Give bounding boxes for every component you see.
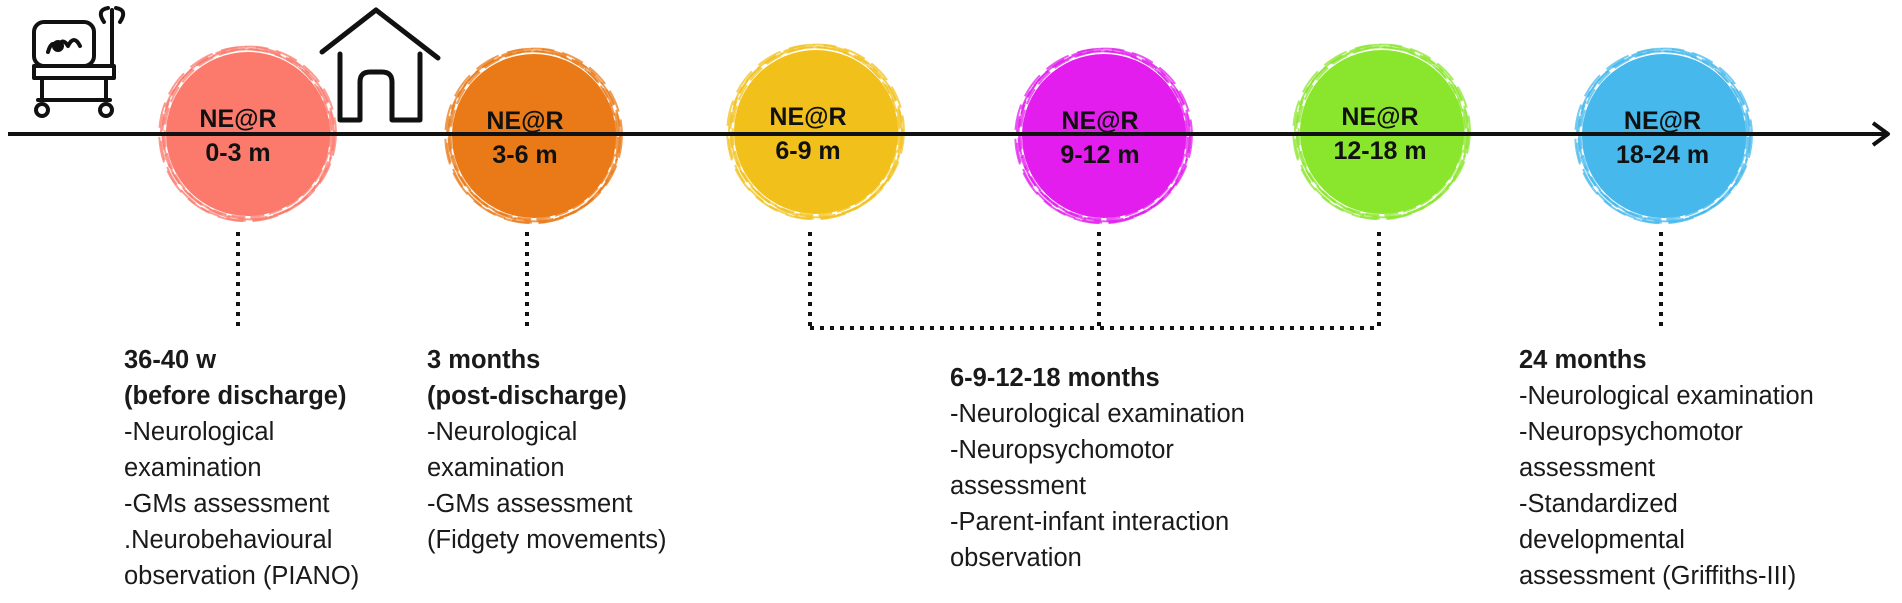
stage-label: NE@R 9-12 m: [1025, 104, 1175, 172]
assessment-item: observation: [950, 544, 1082, 572]
assessment-item: assessment: [1519, 454, 1656, 482]
stage-label: NE@R 18-24 m: [1585, 104, 1740, 172]
stage-range: 6-9 m: [775, 137, 841, 165]
house-icon: [319, 7, 441, 123]
assessment-item: observation (PIANO): [124, 562, 360, 590]
incubator-icon: [32, 6, 126, 118]
stage-range: 12-18 m: [1333, 137, 1427, 165]
assessment-item: -Neurological: [427, 418, 578, 446]
assessment-item: -Neurological examination: [950, 400, 1245, 428]
assessment-heading: 3 months: [427, 346, 541, 374]
assessment-item: -GMs assessment: [124, 490, 330, 518]
stage-title: NE@R: [769, 103, 847, 131]
assessment-item: -Neurological: [124, 418, 275, 446]
assessment-block-3-months: 3 months (post-discharge) -Neurological …: [427, 342, 667, 558]
stage-range: 18-24 m: [1615, 141, 1710, 169]
stage-title: NE@R: [1623, 107, 1702, 135]
stage-range: 0-3 m: [205, 139, 271, 167]
assessment-item: -Neuropsychomotor: [950, 436, 1174, 464]
assessment-item: examination: [427, 454, 565, 482]
assessment-heading: (before discharge): [124, 382, 347, 410]
assessment-item: -Parent-infant interaction: [950, 508, 1230, 536]
assessment-item: developmental: [1519, 526, 1685, 554]
assessment-block-36-40w: 36-40 w (before discharge) -Neurological…: [124, 342, 359, 594]
assessment-block-24-months: 24 months -Neurological examination -Neu…: [1519, 342, 1814, 594]
stage-label: NE@R 12-18 m: [1305, 100, 1455, 168]
stage-label: NE@R 6-9 m: [738, 100, 878, 168]
stage-title: NE@R: [486, 107, 564, 135]
stage-title: NE@R: [1061, 107, 1139, 135]
stage-title: NE@R: [1341, 103, 1419, 131]
assessment-heading: (post-discharge): [427, 382, 627, 410]
stage-label: NE@R 0-3 m: [168, 102, 308, 170]
stage-range: 3-6 m: [492, 141, 558, 169]
stage-label: NE@R 3-6 m: [455, 104, 595, 172]
assessment-item: (Fidgety movements): [427, 526, 667, 554]
assessment-heading: 36-40 w: [124, 346, 217, 374]
assessment-item: assessment (Griffiths-III): [1519, 562, 1797, 590]
assessment-heading: 24 months: [1519, 346, 1647, 374]
assessment-item: assessment: [950, 472, 1087, 500]
assessment-item: -GMs assessment: [427, 490, 633, 518]
dotted-connectors: [236, 232, 1663, 330]
assessment-item: .Neurobehavioural: [124, 526, 333, 554]
assessment-block-6-18-months: 6-9-12-18 months -Neurological examinati…: [950, 360, 1245, 576]
assessment-item: -Neurological examination: [1519, 382, 1814, 410]
assessment-item: examination: [124, 454, 262, 482]
timeline-arrowhead: [1871, 121, 1890, 147]
assessment-item: -Neuropsychomotor: [1519, 418, 1743, 446]
stage-title: NE@R: [199, 105, 277, 133]
assessment-heading: 6-9-12-18 months: [950, 364, 1160, 392]
stage-range: 9-12 m: [1060, 141, 1140, 169]
assessment-item: -Standardized: [1519, 490, 1678, 518]
